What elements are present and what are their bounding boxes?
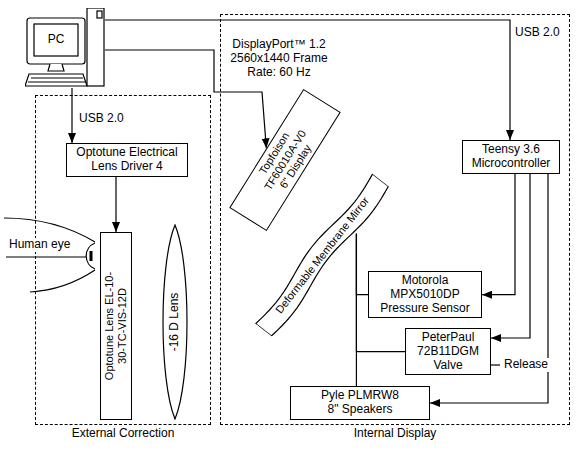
- sensor-box: Motorola MPX5010DP Pressure Sensor: [368, 271, 482, 318]
- box-label: Motorola MPX5010DP Pressure Sensor: [373, 274, 477, 315]
- box-label: Optotune Electrical Lens Driver 4: [71, 146, 183, 174]
- lens-label: Optotune Lens EL-10-30-TC-VIS-12D: [103, 268, 128, 384]
- text-label: Human eye: [8, 238, 71, 252]
- driver-box: Optotune Electrical Lens Driver 4: [66, 143, 188, 177]
- box-label: Teensy 3.6 Microcontroller: [467, 143, 555, 171]
- pupil: [90, 251, 93, 261]
- edge-label: DisplayPort™ 1.2 2560x1440 Frame Rate: 6…: [226, 38, 332, 79]
- mirror-label: Deformable Membrane Mirror: [273, 194, 372, 315]
- display-panel: Topfoison TF60010A-V0 6" Display: [229, 89, 341, 231]
- screen-label: PC: [34, 24, 78, 56]
- box-label: PeterPaul 72B11DGM Valve: [410, 331, 486, 372]
- group-region: External CorrectionOptotune Electrical L…: [35, 95, 211, 425]
- connector: [356, 234, 357, 386]
- region-title: External Correction: [36, 427, 210, 441]
- valve-box: PeterPaul 72B11DGM Valve: [405, 328, 491, 375]
- connector: [71, 88, 72, 143]
- tunable-lens: Optotune Lens EL-10-30-TC-VIS-12D: [100, 232, 132, 420]
- connector: [356, 234, 368, 295]
- concave-lens: -16 D Lens: [158, 224, 192, 420]
- region-title: Internal Display: [221, 427, 569, 441]
- edge-label: USB 2.0: [514, 26, 561, 40]
- computer-drawing: [25, 8, 105, 88]
- box-label: Pyle PLMRW8 8" Speakers: [321, 389, 399, 417]
- leader-line: [6, 256, 86, 257]
- edge-label: USB 2.0: [78, 112, 125, 126]
- release-line: [491, 364, 500, 365]
- speaker-box: Pyle PLMRW8 8" Speakers: [290, 386, 430, 420]
- lens-label: -16 D Lens: [168, 293, 182, 352]
- computer-icon: PC: [25, 8, 105, 88]
- text-label: Release: [503, 358, 549, 372]
- connector: [115, 177, 116, 232]
- connector: [482, 174, 515, 295]
- connector: [491, 174, 530, 338]
- display-label: Topfoison TF60010A-V0 6" Display: [249, 119, 320, 202]
- controller-box: Teensy 3.6 Microcontroller: [462, 140, 560, 174]
- lower-eyelid: [30, 270, 95, 292]
- cornea: [86, 243, 95, 269]
